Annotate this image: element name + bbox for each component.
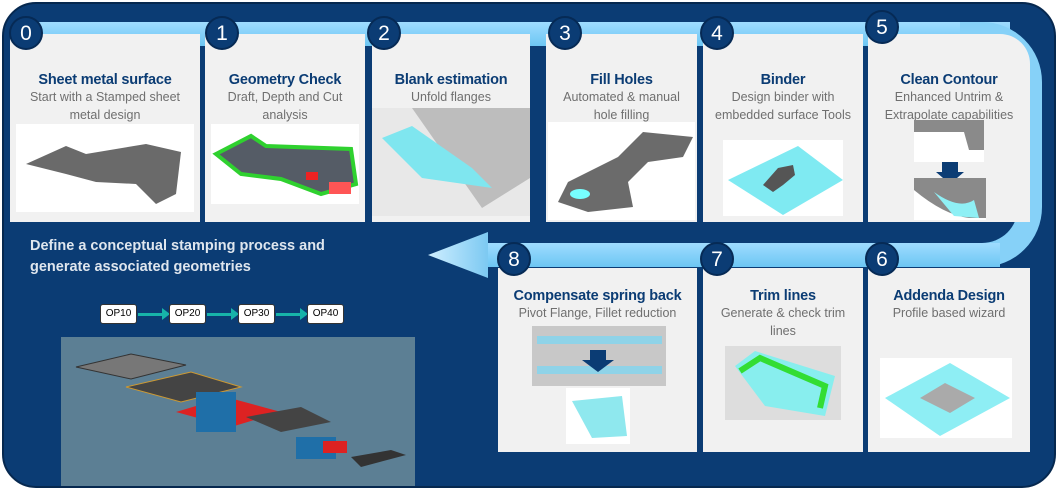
step-card-7: Trim lines Generate & check trim lines	[703, 268, 863, 452]
step-card-2: Blank estimation Unfold flanges	[372, 34, 530, 222]
flow-band-bottom	[480, 243, 1000, 267]
trim-lines-image	[725, 346, 841, 420]
step-title: Geometry Check	[228, 72, 342, 88]
step-number-6: 6	[865, 242, 899, 276]
step-card-4: Binder Design binder with embedded surfa…	[703, 34, 863, 222]
step-title: Fill Holes	[590, 72, 653, 88]
sheet-metal-image	[16, 124, 194, 212]
step-number-4: 4	[700, 16, 734, 50]
step-number-8: 8	[497, 242, 531, 276]
step-number-2: 2	[367, 16, 401, 50]
fill-holes-image	[548, 122, 695, 220]
step-title: Compensate spring back	[513, 288, 682, 304]
clean-contour-image	[914, 120, 986, 220]
addenda-image	[880, 358, 1012, 438]
step-desc: Generate & check trim lines	[720, 306, 846, 338]
step-card-5: Clean Contour Enhanced Untrim & Extrapol…	[868, 34, 1030, 222]
step-title: Trim lines	[750, 288, 816, 304]
op-box-10: OP10	[100, 304, 137, 324]
step-desc: Automated & manual hole filling	[563, 90, 680, 122]
step-desc: Enhanced Untrim & Extrapolate capabiliti…	[884, 90, 1014, 122]
op-box-30: OP30	[238, 304, 275, 324]
step-desc: Pivot Flange, Fillet reduction	[518, 306, 677, 320]
step-title: Sheet metal surface	[38, 72, 172, 88]
spring-back-image	[532, 326, 666, 446]
op-arrow	[276, 308, 308, 320]
step-card-3: Fill Holes Automated & manual hole filli…	[546, 34, 697, 222]
blank-estimation-image	[372, 108, 530, 216]
step-number-3: 3	[548, 16, 582, 50]
geometry-check-image	[211, 124, 359, 204]
step-title: Addenda Design	[893, 288, 1005, 304]
step-title: Blank estimation	[394, 72, 508, 88]
step-card-8: Compensate spring back Pivot Flange, Fil…	[498, 268, 697, 452]
step-card-1: Geometry Check Draft, Depth and Cut anal…	[205, 34, 365, 222]
step-title: Binder	[760, 72, 806, 88]
binder-image	[723, 140, 843, 216]
op-arrow	[138, 308, 170, 320]
step-desc: Draft, Depth and Cut analysis	[227, 90, 343, 122]
step-card-0: Sheet metal surface Start with a Stamped…	[10, 34, 200, 222]
step-card-6: Addenda Design Profile based wizard	[868, 268, 1030, 452]
op-arrow	[207, 308, 239, 320]
step-desc: Design binder with embedded surface Tool…	[715, 90, 851, 122]
intro-text: Define a conceptual stamping process and…	[30, 238, 325, 275]
step-number-1: 1	[205, 16, 239, 50]
step-desc: Unfold flanges	[411, 90, 491, 104]
op-box-20: OP20	[169, 304, 206, 324]
step-number-0: 0	[9, 16, 43, 50]
op-box-40: OP40	[307, 304, 344, 324]
step-title: Clean Contour	[900, 72, 998, 88]
step-number-7: 7	[700, 242, 734, 276]
step-desc: Profile based wizard	[892, 306, 1006, 320]
step-desc: Start with a Stamped sheet metal design	[29, 90, 181, 122]
stamping-process-image	[61, 337, 415, 486]
step-number-5: 5	[865, 10, 899, 44]
